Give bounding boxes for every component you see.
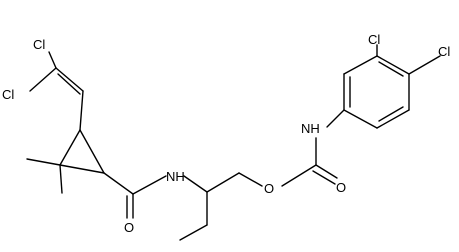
atom-cl-2: Cl [2, 87, 14, 102]
bond-nh-ring [326, 109, 345, 128]
bond-ring-1 [59, 129, 81, 166]
bond-vinyl-ring [79, 90, 84, 131]
bond-ph-inner-3 [378, 106, 404, 122]
atom-o-amide: O [124, 220, 134, 235]
bond-vinyl-double-a [55, 67, 84, 92]
bond-carbamate-double-a [315, 164, 338, 179]
atom-cl-3: Cl [368, 32, 380, 47]
bond-ethyl-methyl [179, 224, 208, 241]
atom-nh-amide: NH [166, 169, 185, 184]
bond-ph-inner-2 [378, 61, 404, 77]
bond-nh-ch [183, 175, 208, 193]
bond-ph-2 [343, 55, 378, 75]
bond-ph-6 [343, 109, 378, 129]
atom-nh-carbamate: NH [301, 121, 320, 136]
atom-cl-1: Cl [33, 37, 45, 52]
bond-ring-carbonyl [103, 172, 134, 195]
bond-carbonyl-nh [132, 175, 167, 195]
bond-ch-ch2 [206, 172, 240, 193]
bond-vinyl-cl2 [29, 67, 57, 92]
bond-ring-3 [79, 129, 105, 174]
bond-vinyl-double-b [57, 73, 81, 95]
bond-o-carbonyl [281, 164, 317, 187]
bond-ch2-o [238, 172, 263, 187]
bond-ring-2 [59, 164, 105, 174]
atom-cl-4: Cl [438, 44, 450, 59]
bond-methyl-1 [26, 158, 61, 166]
bond-carbamate-double-b [312, 170, 336, 185]
bond-vinyl-cl1 [48, 51, 57, 69]
atom-o-carbamate: O [336, 180, 346, 195]
atom-o-ester: O [264, 181, 274, 196]
bond-methyl-2 [59, 164, 63, 194]
bond-ph-5 [376, 109, 410, 129]
bond-ph-3 [376, 55, 410, 75]
bond-ph-cl4 [408, 55, 441, 75]
